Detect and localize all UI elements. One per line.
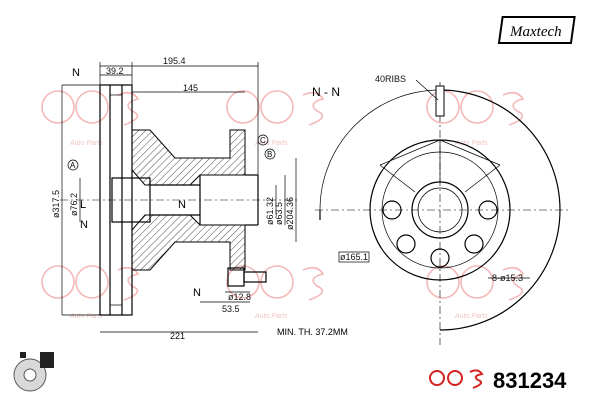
bolt-hole	[464, 234, 484, 254]
dim-12-8: ø12.8	[228, 292, 251, 302]
section-view	[60, 84, 300, 316]
dim-204-36: ø204.36	[285, 197, 295, 230]
maxtech-logo: Maxtech	[497, 16, 576, 44]
dim-53-5: 53.5	[222, 304, 240, 314]
watermark-text: Auto Parts	[254, 140, 288, 147]
part-number: 831234	[493, 368, 567, 393]
front-view: 40RIBS N - N ø165.1 8-ø15.3	[312, 74, 570, 345]
section-marker-n-bottom: N	[193, 287, 201, 299]
svg-text:L: L	[80, 199, 86, 211]
dim-145: 145	[183, 83, 198, 93]
disc-icon	[13, 352, 54, 392]
watermark-logo	[426, 90, 525, 126]
svg-text:N: N	[178, 199, 186, 211]
min-thickness-label: MIN. TH. 37.2MM	[277, 327, 348, 337]
watermark-text: Auto Parts	[69, 140, 103, 147]
watermark-logo	[41, 90, 140, 126]
section-marker-n-top: N	[72, 67, 80, 79]
callout-a: A	[70, 161, 76, 170]
dim-195-4: 195.4	[163, 56, 186, 66]
view-label-n-n: N - N	[312, 85, 340, 99]
wheel-stud	[227, 267, 245, 287]
footer-brand	[429, 369, 484, 389]
watermark-text: Auto Parts	[69, 313, 103, 320]
watermark-logo	[41, 265, 140, 301]
dim-63-5: ø63.5	[274, 202, 284, 225]
watermark-group: Auto Parts Auto Parts Auto Parts Auto Pa…	[41, 90, 525, 320]
dim-221: 221	[170, 331, 185, 341]
hub-section-bottom	[131, 214, 246, 271]
watermark-logo	[426, 265, 525, 301]
watermark-text: Auto Parts	[454, 140, 488, 147]
section-marker-n-mid: N	[80, 219, 88, 231]
dim-76-2: ø76.2	[69, 193, 79, 216]
callout-b: B	[267, 150, 272, 159]
dim-61-32: ø61.32	[265, 197, 275, 225]
bolt-hole	[396, 234, 416, 254]
label-40-ribs: 40RIBS	[375, 74, 406, 84]
section-dimensions: 39.2 195.4 145 ø317.5 ø76.2 ø61.32 ø63.5…	[51, 56, 297, 341]
dim-holes: 8-ø15.3	[492, 273, 523, 283]
dim-39-2: 39.2	[106, 66, 124, 76]
watermark-text: Auto Parts	[254, 313, 288, 320]
watermark-logo	[226, 90, 325, 126]
maxtech-logo-text: Maxtech	[509, 24, 562, 40]
dim-165-1: ø165.1	[340, 252, 368, 262]
hub-section-top	[131, 129, 246, 186]
callout-c: C	[260, 136, 266, 145]
dim-317-5: ø317.5	[51, 190, 61, 218]
watermark-text: Auto Parts	[454, 313, 488, 320]
